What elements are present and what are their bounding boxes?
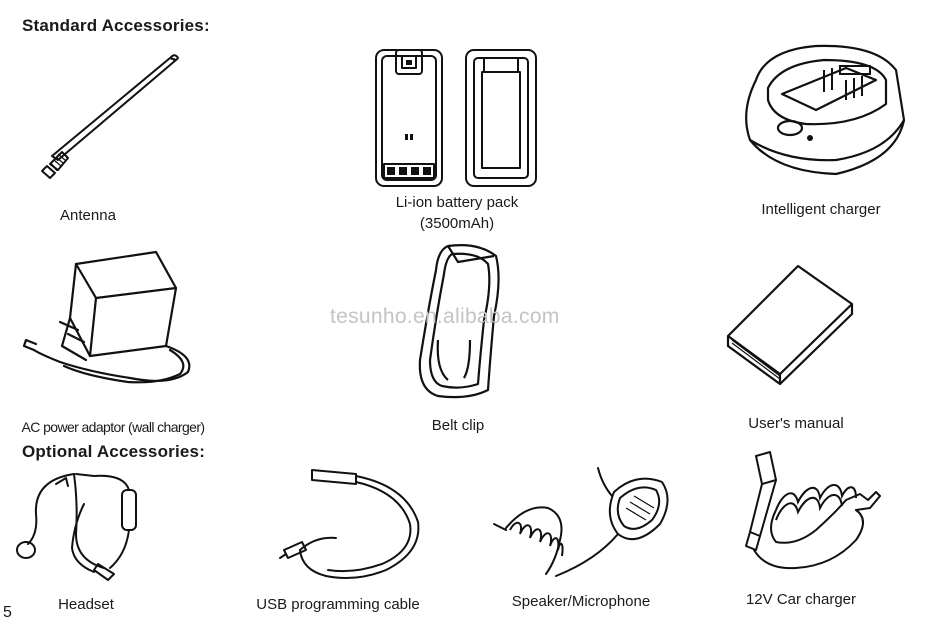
belt-clip-icon — [408, 240, 508, 402]
page-number: 5 — [3, 604, 12, 621]
belt-clip-label: Belt clip — [431, 417, 485, 434]
usb-cable-icon — [276, 466, 426, 586]
users-manual-label: User's manual — [748, 415, 844, 432]
standard-accessories-heading: Standard Accessories: — [22, 16, 210, 35]
speaker-mic-label: Speaker/Microphone — [511, 593, 651, 610]
ac-adaptor-label: AC power adaptor (wall charger) — [21, 419, 206, 435]
battery-pack-label-line1: Li-ion battery pack — [395, 194, 519, 211]
headset-label: Headset — [58, 596, 114, 613]
optional-accessories-heading: Optional Accessories: — [22, 442, 206, 461]
intelligent-charger-label: Intelligent charger — [761, 201, 881, 218]
headset-icon — [14, 464, 144, 584]
usb-cable-label: USB programming cable — [256, 596, 420, 613]
manual-icon — [724, 262, 858, 386]
car-charger-icon — [736, 450, 884, 584]
car-charger-label: 12V Car charger — [745, 591, 857, 608]
battery-pack-icon — [372, 46, 542, 191]
speaker-mic-icon — [486, 464, 680, 586]
wall-adapter-icon — [20, 246, 210, 398]
watermark: tesunho.en.alibaba.com — [330, 305, 560, 328]
antenna-icon — [30, 52, 185, 182]
desktop-charger-icon — [736, 40, 906, 180]
battery-pack-label-line2: (3500mAh) — [419, 215, 495, 232]
antenna-label: Antenna — [60, 207, 116, 224]
